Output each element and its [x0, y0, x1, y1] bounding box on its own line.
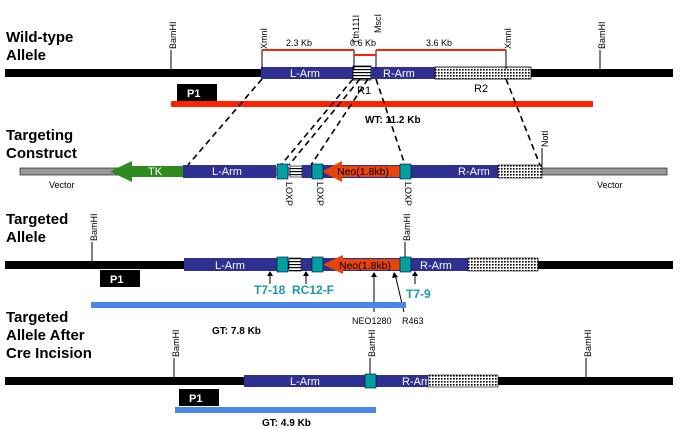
bamhi-site-label: BamHI — [168, 21, 178, 49]
targeted-label-line2: Allele — [6, 229, 46, 246]
wt-band — [171, 101, 593, 107]
r2-label: R2 — [474, 83, 488, 95]
gt-band-4-9 — [175, 407, 376, 413]
p1-label-targeted: P1 — [110, 274, 123, 286]
gt-band-7-8 — [91, 302, 406, 308]
construct-label-line1: Targeting — [6, 127, 73, 144]
wildtype-l-arm — [261, 67, 353, 79]
construct-spacer — [302, 165, 312, 178]
targeted-spacer — [301, 258, 313, 271]
loxp-site-2 — [311, 163, 324, 180]
loxp-site-3 — [399, 163, 412, 180]
construct-l-arm — [183, 165, 276, 178]
wildtype-l-arm-label: L-Arm — [290, 68, 320, 80]
cre-label-line1: Targeted — [6, 309, 68, 326]
neo-label-construct: Neo(1.8kb) — [337, 166, 389, 178]
targeted-bamhi-left-label: BamHI — [89, 213, 99, 241]
loxp-site-1 — [276, 163, 289, 180]
primer-neo1280-label: NEO1280 — [352, 316, 392, 326]
cre-label-line2: Allele After — [6, 327, 85, 344]
cre-bamhi-left-label: BamHI — [171, 329, 181, 357]
loxp-label-3: LOXP — [403, 182, 413, 206]
segment-2-3kb-label: 2.3 Kb — [286, 38, 312, 48]
homology-line-left — [187, 78, 263, 166]
wt-band-label: WT: 11.2 Kb — [365, 115, 421, 126]
vector-label-left: Vector — [49, 180, 75, 190]
wildtype-r-arm — [371, 67, 435, 79]
neo-label-targeted: Neo(1.8kb) — [339, 260, 391, 272]
loxp-label-2: LOXP — [315, 182, 325, 206]
msci-site-label: MscI — [373, 14, 383, 33]
targeted-neo-arrow — [323, 255, 400, 274]
xmni-site-label-left: XmnI — [259, 28, 269, 49]
primer-t7-18-label: T7-18 — [254, 283, 286, 297]
targeted-dotted-region — [467, 257, 539, 272]
wildtype-label-line1: Wild-type — [6, 29, 73, 46]
targeted-l-arm — [184, 258, 277, 271]
wildtype-r-arm-label: R-Arm — [383, 68, 415, 80]
targeted-loxp-2 — [311, 256, 324, 273]
construct-r1-fragment — [289, 165, 303, 178]
cre-loxp — [364, 373, 377, 389]
p1-probe-targeted — [100, 270, 140, 287]
xmni-site-label-right: XmnI — [503, 28, 513, 49]
cre-bamhi-right-label: BamHI — [583, 329, 593, 357]
gt-band-4-9-label: GT: 4.9 Kb — [262, 418, 311, 429]
noti-site-label: NotI — [540, 130, 550, 147]
tk-label: TK — [148, 166, 163, 178]
targeted-l-arm-label: L-Arm — [215, 260, 245, 272]
cre-label-line3: Cre Incision — [6, 345, 92, 362]
cre-bamhi-mid-label: BamHI — [367, 329, 377, 357]
targeted-loxp-3 — [399, 256, 412, 273]
neo-cassette-arrow — [322, 161, 400, 182]
wildtype-label-line2: Allele — [6, 47, 46, 64]
vector-label-right: Vector — [597, 180, 623, 190]
construct-dotted-region — [497, 164, 543, 179]
construct-l-arm-label: L-Arm — [212, 166, 242, 178]
targeted-bamhi-right-label: BamHI — [402, 213, 412, 241]
p1-label-cre: P1 — [189, 393, 202, 405]
tk-cassette-arrow — [110, 161, 183, 182]
p1-probe-wildtype — [177, 84, 217, 101]
homology-line-tth — [280, 78, 354, 166]
cre-dotted-region — [427, 374, 499, 388]
cre-l-arm-label: L-Arm — [290, 376, 320, 388]
segment-0-6kb-label: 0.6 Kb — [350, 38, 376, 48]
homology-line-msci — [375, 78, 406, 166]
p1-label-wildtype: P1 — [187, 88, 200, 100]
targeted-label-line1: Targeted — [6, 211, 68, 228]
cre-l-arm — [244, 375, 365, 387]
wildtype-r2-region — [434, 66, 532, 80]
loxp-label-1: LOXP — [284, 182, 294, 206]
segment-3-6kb-label: 3.6 Kb — [426, 38, 452, 48]
targeted-loxp-1 — [276, 256, 289, 273]
construct-r-arm — [408, 165, 458, 178]
construct-label-line2: Construct — [6, 145, 77, 162]
targeted-r-arm-label: R-Arm — [420, 260, 452, 272]
primer-rc12f-label: RC12-F — [292, 283, 334, 297]
homology-line-r1a — [288, 78, 361, 166]
bamhi-site-label-right: BamHI — [597, 21, 607, 49]
tth111i-site-label: Tth111I — [351, 15, 361, 44]
wildtype-r1-region — [352, 65, 372, 81]
primer-r463-label: R463 — [402, 316, 424, 326]
primer-t7-9-label: T7-9 — [406, 287, 431, 301]
p1-probe-cre — [179, 389, 219, 406]
r1-label: R1 — [357, 85, 371, 97]
construct-r-arm-label-top: R-Arm — [458, 166, 490, 178]
homology-line-right — [505, 78, 541, 166]
gt-band-7-8-label: GT: 7.8 Kb — [212, 326, 261, 337]
homology-line-r1b — [310, 78, 369, 166]
targeted-r1-fragment — [288, 257, 302, 272]
cre-r-arm-label: R-Arm — [402, 376, 434, 388]
